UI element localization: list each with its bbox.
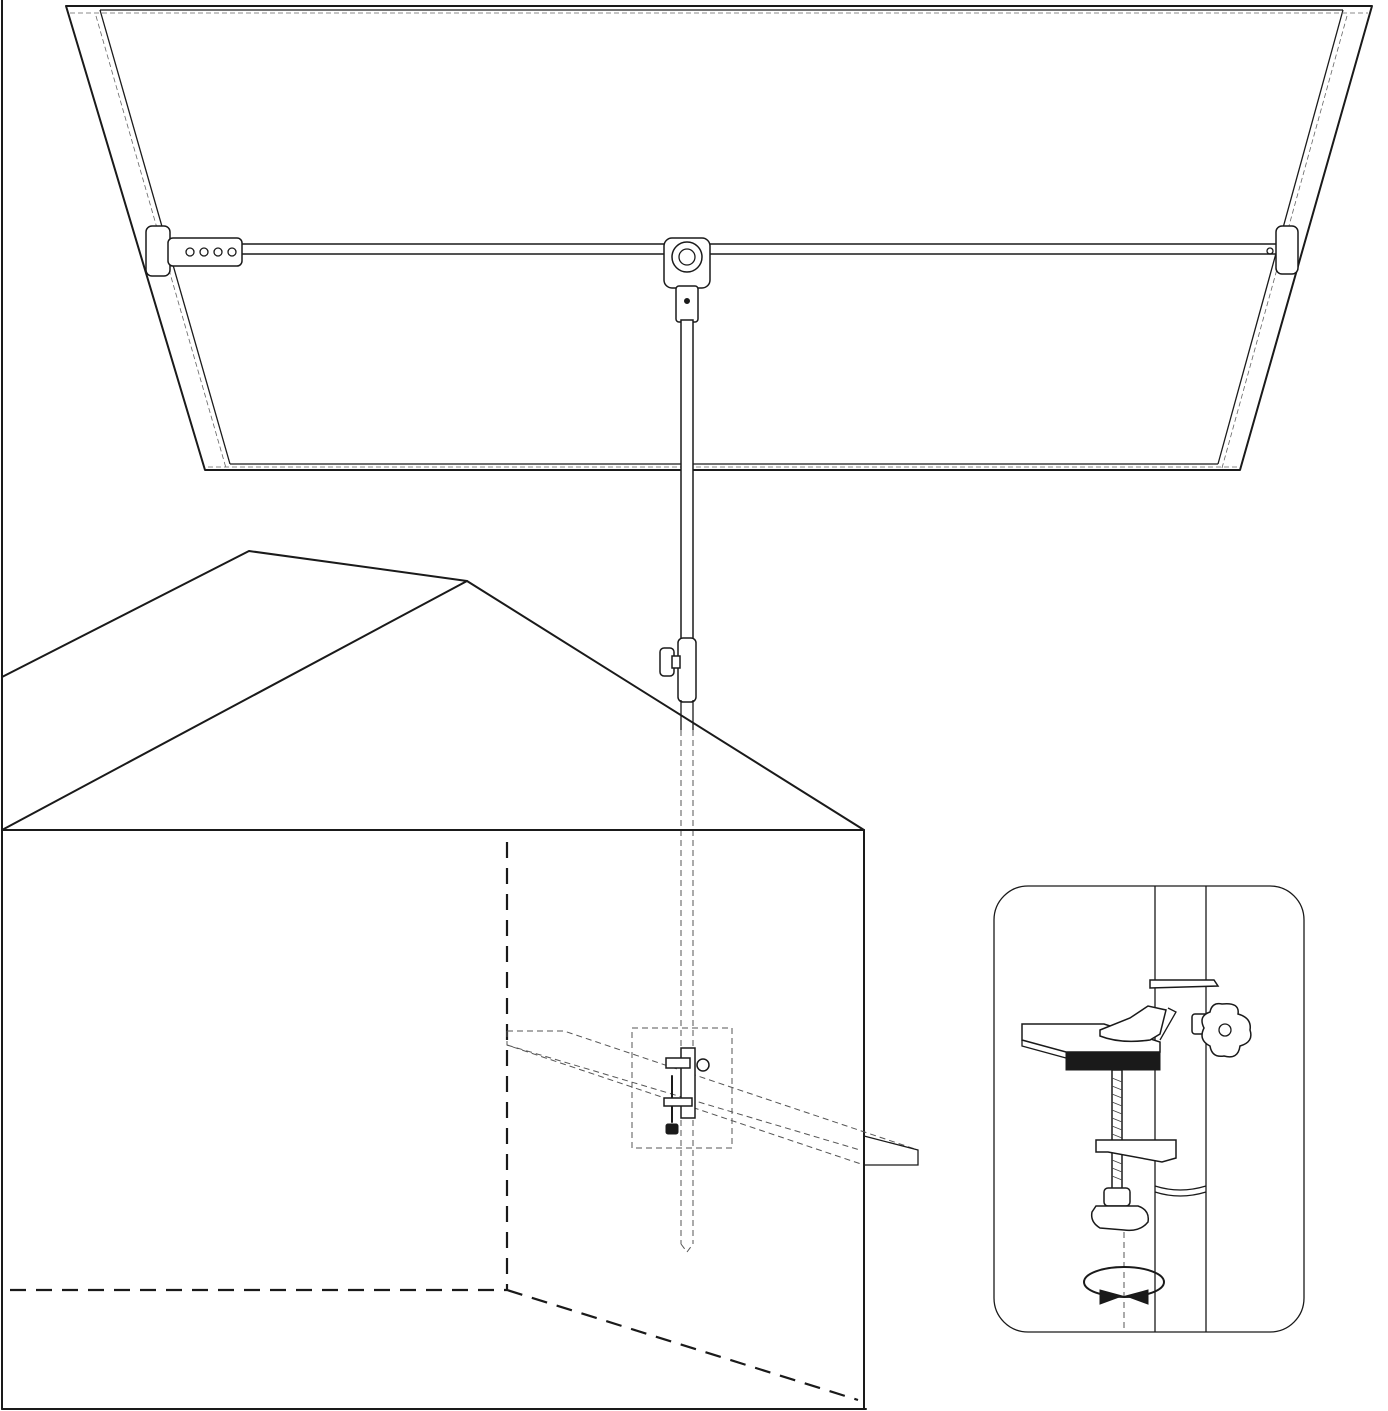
clamp-mount — [631, 1027, 733, 1149]
rotation-arrows-icon — [1083, 1266, 1165, 1305]
house-outline — [1, 550, 865, 1410]
thread-lines — [1111, 1077, 1123, 1181]
parasol-canopy — [65, 5, 1373, 471]
height-lock-knob — [659, 647, 681, 677]
bottom-knob-icon — [1090, 1187, 1150, 1232]
clamp-detail-inset — [993, 885, 1305, 1333]
canopy-rib-arm — [145, 225, 1299, 277]
mast-pole — [677, 319, 697, 1253]
star-knob-icon — [1191, 1002, 1252, 1058]
balcony-railing — [506, 1030, 919, 1166]
page-frame — [1, 0, 867, 1410]
arm-adjuster-hub — [663, 237, 711, 323]
